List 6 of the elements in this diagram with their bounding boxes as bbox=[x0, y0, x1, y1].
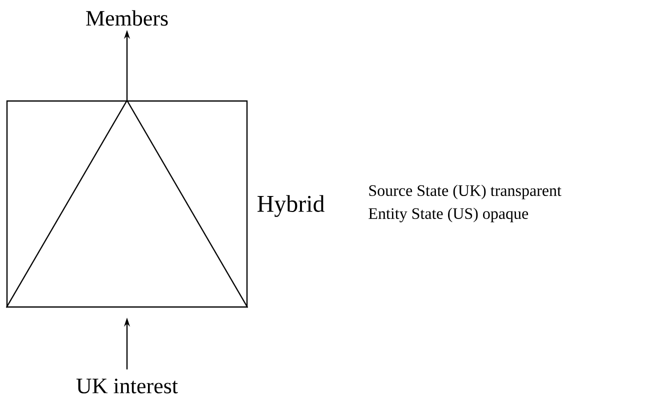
box-with-triangle bbox=[6, 99, 248, 308]
note-text: Entity State (US) opaque bbox=[368, 208, 528, 222]
node-text: Members bbox=[86, 10, 168, 26]
side-label: Hybrid bbox=[258, 195, 324, 217]
node-text: UK interest bbox=[76, 378, 178, 394]
note-text: Source State (UK) transparent bbox=[369, 184, 562, 200]
